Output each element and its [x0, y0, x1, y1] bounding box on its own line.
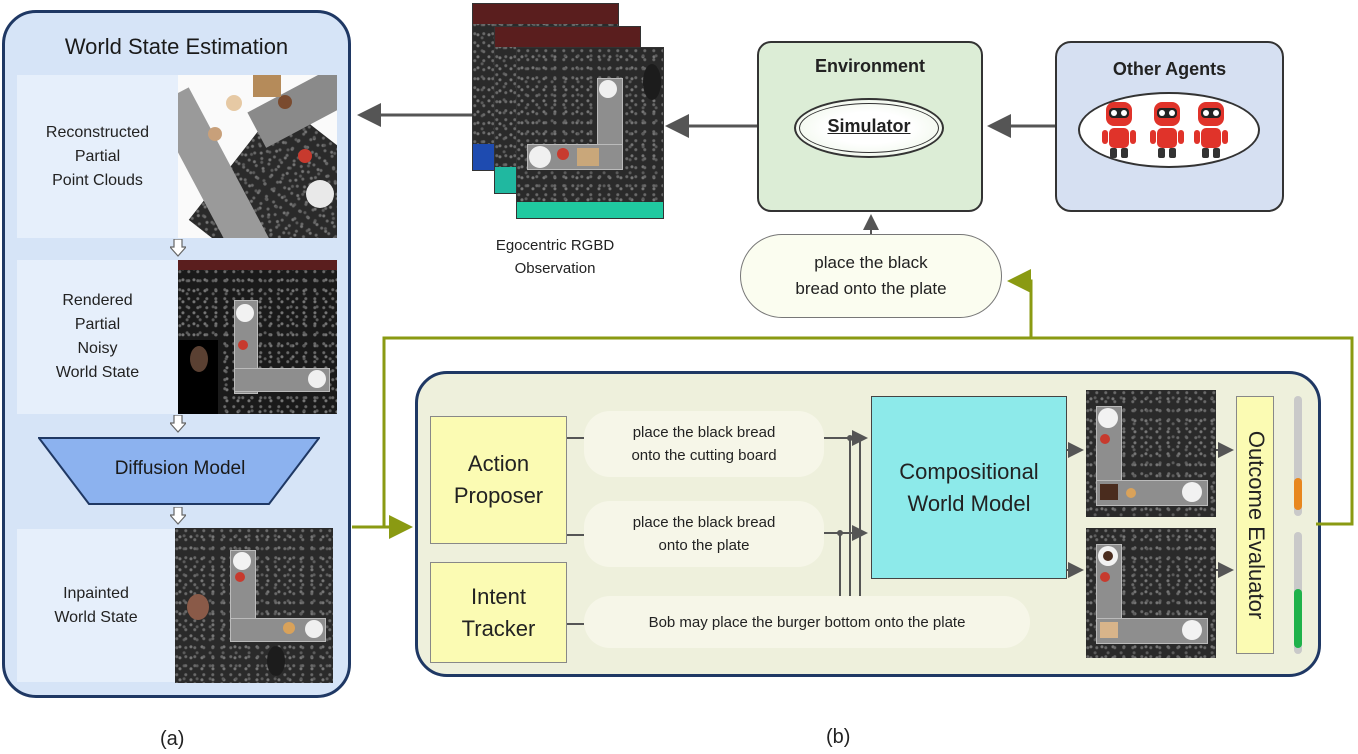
row-label-point-clouds-text: Reconstructed Partial Point Clouds — [45, 123, 150, 189]
proposal-pill-2: place the black bread onto the plate — [584, 501, 824, 567]
score-bar-2-fill — [1294, 589, 1302, 648]
intent-tracker-label: Intent Tracker — [461, 583, 536, 641]
executed-action-text: place the black bread onto the plate — [795, 253, 947, 298]
row-label-noisy-state: Rendered Partial Noisy World State — [17, 260, 178, 414]
proposal-2-text: place the black bread onto the plate — [632, 514, 776, 554]
predicted-outcome-image-2 — [1086, 528, 1216, 658]
robot-icon-2 — [1150, 102, 1184, 158]
predicted-outcome-image-1 — [1086, 390, 1216, 517]
observation-frame-front — [516, 47, 664, 219]
point-cloud-image — [178, 75, 337, 238]
score-bar-1 — [1294, 396, 1302, 516]
intent-text: Bob may place the burger bottom onto the… — [648, 613, 966, 631]
robot-icon-3 — [1194, 102, 1228, 158]
executed-action-bubble: place the black bread onto the plate — [740, 234, 1002, 318]
observation-caption: Egocentric RGBD Observation — [495, 237, 615, 277]
simulator-ellipse-inner — [799, 103, 939, 153]
intent-tracker-box: Intent Tracker — [430, 562, 567, 663]
row-label-point-clouds: Reconstructed Partial Point Clouds — [17, 75, 178, 238]
action-proposer-box: Action Proposer — [430, 416, 567, 544]
row-label-inpainted-state-text: Inpainted World State — [54, 584, 138, 626]
score-bar-1-fill — [1294, 478, 1302, 510]
panel-b-caption: (b) — [826, 726, 851, 748]
arrow-to-action-bubble — [1007, 269, 1033, 338]
other-agents-title: Other Agents — [1112, 59, 1227, 79]
diffusion-model-shape — [38, 437, 320, 505]
down-arrow-icon-3 — [170, 507, 186, 525]
noisy-world-state-image — [178, 260, 337, 414]
action-proposer-label: Action Proposer — [453, 451, 544, 508]
compositional-world-model-box: Compositional World Model — [871, 396, 1067, 579]
proposal-pill-1: place the black bread onto the cutting b… — [584, 411, 824, 477]
inpainted-world-state-image — [175, 528, 333, 683]
panel-a-caption: (a) — [160, 728, 185, 750]
world-state-estimation-title: World State Estimation — [64, 34, 289, 59]
row-label-noisy-state-text: Rendered Partial Noisy World State — [55, 292, 140, 381]
environment-title: Environment — [814, 56, 925, 76]
down-arrow-icon — [170, 239, 186, 257]
down-arrow-icon-2 — [170, 415, 186, 433]
robot-icon-1 — [1102, 102, 1136, 158]
simulator-label: Simulator — [827, 116, 911, 136]
olive-loop-connector — [352, 336, 1354, 529]
compositional-world-model-label: Compositional World Model — [899, 458, 1039, 516]
score-bar-2 — [1294, 532, 1302, 654]
diffusion-model-label: Diffusion Model — [114, 458, 246, 479]
intent-pill: Bob may place the burger bottom onto the… — [584, 596, 1030, 648]
proposal-1-text: place the black bread onto the cutting b… — [631, 424, 777, 464]
row-label-inpainted-state: Inpainted World State — [17, 529, 175, 682]
outcome-evaluator-box — [1236, 396, 1274, 654]
